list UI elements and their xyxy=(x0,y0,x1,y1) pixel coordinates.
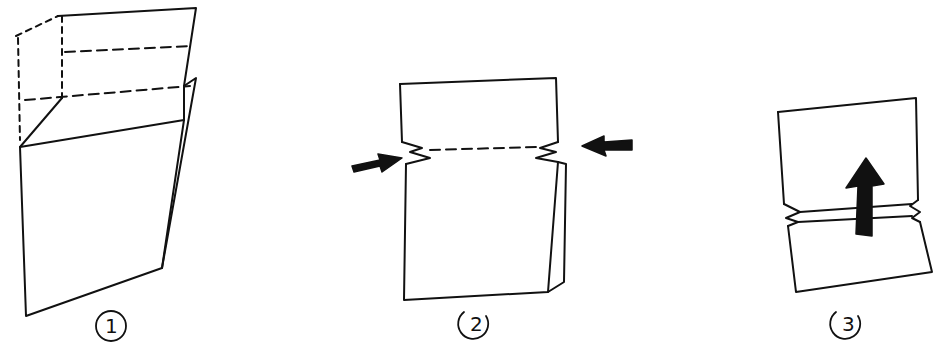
step-number: 2 xyxy=(470,314,483,334)
step-number: 1 xyxy=(105,316,118,336)
step-number: 3 xyxy=(842,314,855,334)
step-3-sketch xyxy=(778,98,932,292)
step-1-sketch xyxy=(16,8,196,316)
step-2-sketch xyxy=(352,78,632,300)
step-number-circles xyxy=(96,311,860,341)
